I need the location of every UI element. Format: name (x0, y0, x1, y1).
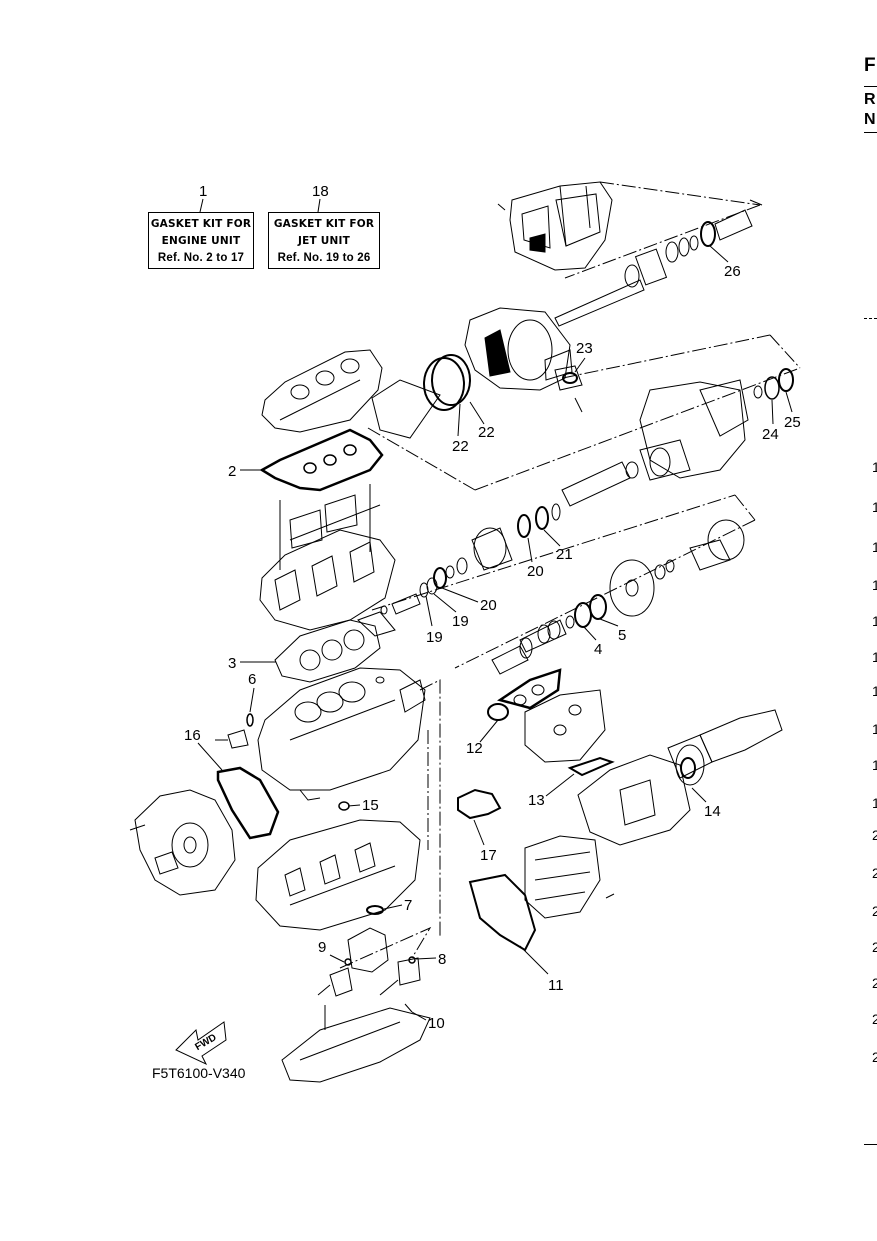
callout-3: 3 (228, 655, 236, 672)
gasket-kit-jet-box: GASKET KIT FOR JET UNIT Ref. No. 19 to 2… (268, 212, 380, 269)
callout-2: 2 (228, 463, 236, 480)
crankcase-cover-gasket (216, 766, 280, 840)
callout-5: 5 (618, 627, 626, 644)
edge-number: 1 (872, 499, 877, 515)
side-cover (524, 835, 601, 919)
cylinder-head-cover (261, 349, 383, 433)
callout-19: 19 (452, 613, 469, 630)
edge-divider (864, 318, 877, 319)
lower-shaft-seals (380, 567, 447, 615)
edge-letter: F (864, 55, 876, 76)
callout-14: 14 (704, 803, 721, 820)
edge-letter: R (864, 91, 876, 108)
edge-number: 1 (872, 649, 877, 665)
exhaust-gasket-12 (487, 668, 562, 721)
callout-13: 13 (528, 792, 545, 809)
callout-4: 4 (594, 641, 602, 658)
edge-number: 1 (872, 613, 877, 629)
jet-intake-housing (625, 379, 749, 481)
edge-divider (864, 132, 877, 133)
callout-26: 26 (724, 263, 741, 280)
edge-number: 1 (872, 795, 877, 811)
jet-pump-housing (464, 307, 573, 391)
edge-divider (864, 1144, 877, 1145)
callout-9: 9 (318, 939, 326, 956)
cylinder-head (259, 484, 396, 631)
callout-19: 19 (426, 629, 443, 646)
exhaust-pipe (667, 709, 783, 786)
edge-number: 1 (872, 539, 877, 555)
drive-shaft-upper (554, 199, 763, 327)
callout-21: 21 (556, 546, 573, 563)
gasket-kit-engine-box: GASKET KIT FOR ENGINE UNIT Ref. No. 2 to… (148, 212, 254, 269)
edge-divider (864, 86, 877, 87)
callout-10: 10 (428, 1015, 445, 1032)
crankcase (255, 819, 421, 931)
callout-24: 24 (762, 426, 779, 443)
exhaust-gasket-13 (567, 756, 615, 777)
edge-number: 1 (872, 683, 877, 699)
callout-20: 20 (480, 597, 497, 614)
callout-22: 22 (452, 438, 469, 455)
kit-line: Ref. No. 19 to 26 (277, 252, 371, 264)
gasket-17 (457, 788, 502, 820)
kit-line: JET UNIT (298, 235, 350, 247)
edge-number: 2 (872, 1011, 877, 1027)
edge-number: 2 (872, 1049, 877, 1065)
edge-number: 1 (872, 459, 877, 475)
gasket-11 (468, 873, 537, 952)
sensor-part (215, 713, 254, 749)
edge-number: 1 (872, 757, 877, 773)
exhaust-manifold (524, 689, 606, 763)
callout-15: 15 (362, 797, 379, 814)
cylinder-block (257, 667, 426, 801)
callout-23: 23 (576, 340, 593, 357)
output-shaft (491, 594, 607, 675)
callout-25: 25 (784, 414, 801, 431)
oil-pump (317, 927, 421, 997)
kit-line: Ref. No. 2 to 17 (157, 252, 245, 264)
diagram-code: F5T6100-V340 (152, 1065, 246, 1081)
callout-8: 8 (438, 951, 446, 968)
edge-number: 1 (872, 721, 877, 737)
callout-17: 17 (480, 847, 497, 864)
kit-line: ENGINE UNIT (161, 235, 241, 247)
kit-line: GASKET KIT FOR (273, 218, 375, 230)
edge-number: 2 (872, 939, 877, 955)
callout-11: 11 (548, 977, 564, 994)
callout-6: 6 (248, 671, 256, 688)
edge-letter: N (864, 111, 876, 128)
impeller-assembly (609, 519, 745, 617)
kit-ref-number: 1 (199, 183, 207, 200)
kit-line: GASKET KIT FOR (150, 218, 252, 230)
impeller-housing-rings (371, 354, 471, 439)
drive-shaft-middle (445, 461, 631, 579)
cylinder-head-gasket (274, 619, 381, 683)
jet-nozzle-housing (509, 181, 613, 271)
callout-16: 16 (184, 727, 201, 744)
edge-number: 1 (872, 577, 877, 593)
edge-number: 2 (872, 975, 877, 991)
callout-22: 22 (478, 424, 495, 441)
callout-12: 12 (466, 740, 483, 757)
oil-pan (281, 1005, 431, 1083)
edge-number: 2 (872, 827, 877, 843)
edge-number: 2 (872, 865, 877, 881)
callout-20: 20 (527, 563, 544, 580)
fwd-arrow-icon: FWD (175, 1021, 227, 1066)
magneto-cover (129, 789, 236, 896)
callout-7: 7 (404, 897, 412, 914)
exhaust-chamber (577, 754, 691, 846)
head-cover-gasket (259, 428, 384, 492)
edge-number: 2 (872, 903, 877, 919)
kit-ref-number: 18 (312, 183, 329, 200)
